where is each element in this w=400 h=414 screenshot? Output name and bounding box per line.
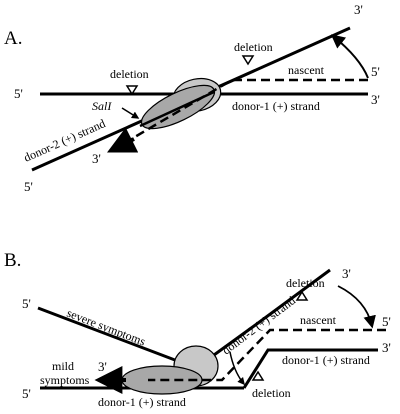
end-b-upper-left-5: 5': [22, 296, 31, 311]
nascent-label: nascent: [288, 63, 325, 77]
donor1-label: donor-1 (+) strand: [232, 99, 320, 113]
end-a-arrow-3: 3': [92, 151, 101, 166]
end-b-nascent-5: 5': [382, 314, 391, 329]
deletion-marker-right: [241, 55, 255, 66]
donor1-label-right: donor-1 (+) strand: [282, 353, 370, 367]
end-b-arrow-3: 3': [98, 359, 107, 374]
nascent-3-arrow: [106, 127, 139, 153]
nascent-label-b: nascent: [300, 313, 337, 327]
severe-strand: [37, 306, 197, 370]
sal1-label: SalI: [92, 99, 112, 113]
end-b-top-3: 3': [342, 266, 351, 281]
severe-symptoms-label: severe symptoms: [65, 306, 148, 349]
end-b-bottom-left-5: 5': [22, 386, 31, 401]
end-a-nascent-5: 5': [371, 64, 380, 79]
curved-arrow-b-top: [337, 285, 376, 329]
panel-a-label: A.: [4, 28, 22, 49]
sal1-pointer: [121, 107, 140, 119]
curved-arrow-b-bottom: [229, 351, 245, 386]
end-a-right-3: 3': [371, 92, 380, 107]
nascent-strand-b: [148, 328, 386, 382]
deletion-marker-bottom: [251, 370, 265, 381]
mild-symptoms-label-2: symptoms: [40, 373, 90, 387]
donor1-right-strand: [242, 348, 378, 389]
panel-b-label: B.: [4, 250, 21, 271]
deletion-label-left: deletion: [110, 67, 149, 81]
nascent-strand: [115, 78, 368, 150]
end-a-left-5: 5': [14, 86, 23, 101]
mild-symptoms-label-1: mild: [52, 359, 74, 373]
end-b-right-3: 3': [382, 340, 391, 355]
deletion-label-top: deletion: [286, 276, 325, 290]
donor2-strand-b: [195, 268, 331, 370]
deletion-label-bottom: deletion: [252, 386, 291, 400]
donor2-label-b: donor-2 (+) strand: [219, 293, 298, 357]
deletion-label-right: deletion: [234, 40, 273, 54]
deletion-marker-left: [125, 85, 139, 96]
end-a-bottom-5: 5': [24, 179, 33, 194]
panel-a: A. deletion deletion nascent donor-1 (+)…: [4, 2, 380, 194]
curved-arrow-a: [330, 34, 369, 79]
end-a-top-3: 3': [354, 2, 363, 17]
panel-b: B. severe symptoms mild symptoms donor-2…: [4, 250, 391, 409]
donor1-label-bottom: donor-1 (+) strand: [98, 395, 186, 409]
deletion-marker-top: [295, 290, 309, 301]
